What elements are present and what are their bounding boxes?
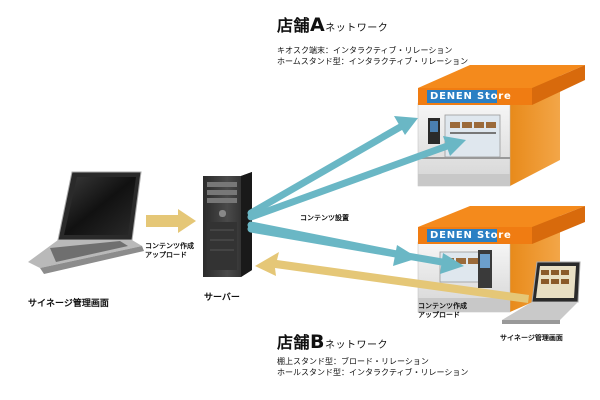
laptop-right-icon xyxy=(502,261,581,324)
store-b-title-letter: B xyxy=(310,331,325,353)
laptop-right-label: サイネージ管理画面 xyxy=(500,334,563,342)
distribute-arrow-b2 xyxy=(247,225,464,274)
store-a-desc-line-2: ホームスタンド型：インタラクティブ・リレーション xyxy=(277,57,469,66)
store-b-desc-line-2: ホールスタンド型：インタラクティブ・リレーション xyxy=(277,368,469,377)
store-b-title-suffix: ネットワーク xyxy=(325,340,388,351)
upload-left-label: コンテンツ作成 アップロード xyxy=(145,242,194,260)
laptop-left-label: サイネージ管理画面 xyxy=(28,299,109,309)
store-b-icon xyxy=(417,206,585,313)
upload-right-line-2: アップロード xyxy=(418,311,460,319)
store-b-desc-line-1: 棚上スタンド型：ブロード・リレーション xyxy=(277,357,429,366)
store-a-icon xyxy=(417,65,585,187)
store-b-description: 棚上スタンド型：ブロード・リレーション ホールスタンド型：インタラクティブ・リレ… xyxy=(277,356,468,378)
distribute-label: コンテンツ設置 xyxy=(300,214,349,222)
upload-left-line-1: コンテンツ作成 xyxy=(145,242,194,250)
distribute-arrow-a2 xyxy=(247,136,466,221)
store-a-desc-line-1: キオスク端末：インタラクティブ・リレーション xyxy=(277,46,453,55)
server-label: サーバー xyxy=(204,293,240,303)
store-b-title: 店舗Bネットワーク xyxy=(277,329,388,353)
store-a-sign: DENEN Store xyxy=(430,91,512,102)
store-a-description: キオスク端末：インタラクティブ・リレーション ホームスタンド型：インタラクティブ… xyxy=(277,45,468,67)
server-tower-icon xyxy=(203,172,252,277)
upload-arrow-right xyxy=(255,252,529,303)
store-a-title-prefix: 店舗 xyxy=(277,16,311,35)
laptop-left-icon xyxy=(28,171,144,274)
upload-right-line-1: コンテンツ作成 xyxy=(418,302,467,310)
store-b-title-prefix: 店舗 xyxy=(277,333,311,352)
store-b-sign: DENEN Store xyxy=(430,230,512,241)
upload-arrow-left xyxy=(146,209,196,233)
distribute-arrow-a1 xyxy=(247,116,418,217)
upload-right-label: コンテンツ作成 アップロード xyxy=(418,302,467,320)
store-a-title: 店舗Aネットワーク xyxy=(277,12,388,36)
upload-left-line-2: アップロード xyxy=(145,251,187,259)
store-a-title-suffix: ネットワーク xyxy=(325,23,389,34)
store-a-title-letter: A xyxy=(310,14,326,36)
